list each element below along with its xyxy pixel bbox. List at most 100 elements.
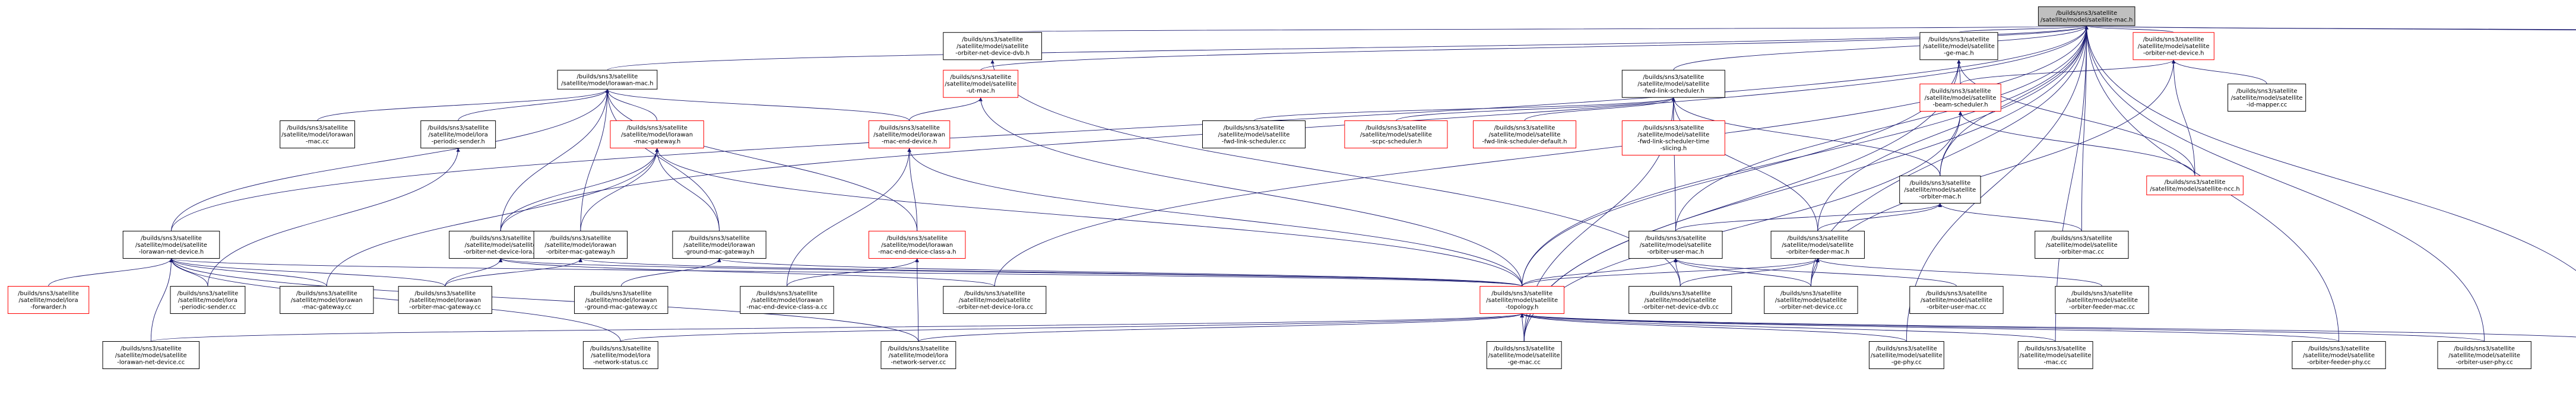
node-lorawan-net-device-cc[interactable]: /builds/sns3/satellite/satellite/model/s… xyxy=(102,341,200,369)
node-orbiter-mac-cc[interactable]: /builds/sns3/satellite/satellite/model/s… xyxy=(2035,231,2129,259)
node-fwd-link-scheduler-h[interactable]: /builds/sns3/satellite/satellite/model/s… xyxy=(1621,69,1725,98)
node-lora-periodic-sender-h[interactable]: /builds/sns3/satellite/satellite/model/l… xyxy=(420,120,496,148)
node-label-line: /builds/sns3/satellite xyxy=(177,290,238,297)
node-ge-phy-cc[interactable]: /builds/sns3/satellite/satellite/model/s… xyxy=(1868,341,1944,369)
node-lorawan-mac-h[interactable]: /builds/sns3/satellite/satellite/model/l… xyxy=(557,69,658,90)
node-label-line: /builds/sns3/satellite xyxy=(18,290,79,297)
node-label-line: /satellite/model/satellite xyxy=(2231,95,2303,101)
node-box xyxy=(420,120,496,148)
node-label-line: /satellite/model/satellite xyxy=(959,297,1031,304)
node-label-line: -orbiter-feeder-mac.cc xyxy=(2069,304,2135,310)
edge-topology_h-to-lorawan_ground_mac_gateway_h xyxy=(717,258,1523,287)
edge-lorawan_orbiter_mac_gateway_h-to-lorawan_mac_h xyxy=(580,89,610,231)
node-label-line: /builds/sns3/satellite xyxy=(879,125,940,131)
node-label-line: -orbiter-mac.cc xyxy=(2059,249,2104,255)
node-label-line: -ge-mac.h xyxy=(1944,50,1974,56)
edge-topology_h-to-orbiter_user_mac_h xyxy=(1522,258,1678,287)
edge-lorawan_mac_end_device_class_a_h-to-lorawan_mac_end_device_h xyxy=(907,148,918,231)
node-label-line: -network-server.cc xyxy=(891,359,946,365)
node-lorawan-orbiter-mac-gateway-h[interactable]: /builds/sns3/satellite/satellite/model/l… xyxy=(533,231,628,259)
node-fwd-link-scheduler-cc[interactable]: /builds/sns3/satellite/satellite/model/s… xyxy=(1202,120,1306,148)
edge-orbiter_net_device_dvb_cc-to-orbiter_feeder_mac_h xyxy=(1680,258,1820,287)
node-label-line: /builds/sns3/satellite xyxy=(1645,235,1706,241)
node-beam-scheduler-h[interactable]: /builds/sns3/satellite/satellite/model/s… xyxy=(1919,84,2001,112)
node-label-line: -orbiter-mac-gateway.cc xyxy=(409,304,481,310)
edge-orbiter_mac_cc-to-orbiter_mac_h xyxy=(1938,203,2082,231)
node-label-line: /builds/sns3/satellite xyxy=(591,290,652,297)
edge-lora_network_server_cc-to-lorawan_net_device_h xyxy=(169,258,919,342)
node-lorawan-net-device-h[interactable]: /builds/sns3/satellite/satellite/model/s… xyxy=(122,231,220,259)
node-ge-mac-h[interactable]: /builds/sns3/satellite/satellite/model/s… xyxy=(1919,32,1998,61)
edge-lorawan_mac_end_device_h-to-ut_mac_h xyxy=(909,97,983,121)
node-label-line: /satellite/model/lorawan xyxy=(409,297,481,304)
node-lora-network-status-cc[interactable]: /builds/sns3/satellite/satellite/model/l… xyxy=(582,341,658,369)
node-lorawan-mac-cc[interactable]: /builds/sns3/satellite/satellite/model/l… xyxy=(280,120,356,148)
node-lorawan-mac-end-device-class-a-cc[interactable]: /builds/sns3/satellite/satellite/model/l… xyxy=(740,286,834,314)
node-orbiter-net-device-dvb-cc[interactable]: /builds/sns3/satellite/satellite/model/s… xyxy=(1628,286,1732,314)
edge-beam_scheduler_h-to-orbiter_net_device_h xyxy=(1960,59,2176,84)
node-label-line: /satellite/model/satellite xyxy=(1871,352,1943,359)
node-label-line: -lorawan-net-device.h xyxy=(139,249,204,255)
node-lorawan-ground-mac-gateway-cc[interactable]: /builds/sns3/satellite/satellite/model/l… xyxy=(574,286,668,314)
node-label-line: /builds/sns3/satellite xyxy=(414,290,476,297)
node-label-line: -mac.cc xyxy=(2044,359,2067,365)
node-lora-forwarder-h[interactable]: /builds/sns3/satellite/satellite/model/l… xyxy=(7,286,90,314)
edge-topology_h-to-orbiter_net_device_lora_h xyxy=(499,258,1523,287)
node-lorawan-ground-mac-gateway-h[interactable]: /builds/sns3/satellite/satellite/model/l… xyxy=(672,231,766,259)
node-orbiter-net-device-dvb-h[interactable]: /builds/sns3/satellite/satellite/model/s… xyxy=(943,32,1043,61)
node-orbiter-net-device-h[interactable]: /builds/sns3/satellite/satellite/model/s… xyxy=(2133,32,2214,61)
node-orbiter-net-device-cc[interactable]: /builds/sns3/satellite/satellite/model/s… xyxy=(1764,286,1858,314)
node-box xyxy=(868,120,950,148)
node-mac-cc[interactable]: /builds/sns3/satellite/satellite/model/s… xyxy=(2017,341,2093,369)
node-label-line: /builds/sns3/satellite xyxy=(1643,125,1704,132)
node-orbiter-net-device-lora-cc[interactable]: /builds/sns3/satellite/satellite/model/s… xyxy=(943,286,1047,314)
edge-orbiter_user_mac_cc-to-orbiter_user_mac_h xyxy=(1674,258,1957,287)
node-label-line: -orbiter-net-device-lora.h xyxy=(463,249,537,255)
node-label-line: /satellite/model/satellite xyxy=(1489,132,1561,138)
node-box xyxy=(1344,120,1448,148)
node-label-line: /satellite/model/satellite xyxy=(115,352,187,359)
node-id-mapper-cc[interactable]: /builds/sns3/satellite/satellite/model/s… xyxy=(2228,84,2306,112)
node-label-line: /satellite/model/satellite xyxy=(1637,81,1709,88)
node-topology-h[interactable]: /builds/sns3/satellite/satellite/model/s… xyxy=(1479,286,1564,314)
node-label-line: -orbiter-net-device-dvb.cc xyxy=(1642,304,1719,310)
node-label-line: -orbiter-feeder-mac.h xyxy=(1786,249,1849,255)
node-orbiter-feeder-phy-cc[interactable]: /builds/sns3/satellite/satellite/model/s… xyxy=(2292,341,2386,369)
node-box xyxy=(2292,341,2386,369)
node-scpc-scheduler-h[interactable]: /builds/sns3/satellite/satellite/model/s… xyxy=(1344,120,1448,148)
node-label-line: /builds/sns3/satellite xyxy=(2056,10,2117,17)
node-lorawan-mac-gateway-cc[interactable]: /builds/sns3/satellite/satellite/model/l… xyxy=(280,286,374,314)
edge-ge_mac_cc-to-topology_h xyxy=(1520,313,1525,342)
node-label-line: -beam-scheduler.h xyxy=(1933,101,1988,108)
node-lorawan-orbiter-mac-gateway-cc[interactable]: /builds/sns3/satellite/satellite/model/l… xyxy=(398,286,492,314)
node-orbiter-mac-h[interactable]: /builds/sns3/satellite/satellite/model/s… xyxy=(1899,176,1981,204)
node-ge-mac-cc[interactable]: /builds/sns3/satellite/satellite/model/s… xyxy=(1486,341,1562,369)
node-orbiter-feeder-mac-h[interactable]: /builds/sns3/satellite/satellite/model/s… xyxy=(1770,231,1865,259)
node-fwd-link-scheduler-default-h[interactable]: /builds/sns3/satellite/satellite/model/s… xyxy=(1473,120,1577,148)
node-orbiter-user-mac-h[interactable]: /builds/sns3/satellite/satellite/model/s… xyxy=(1628,231,1723,259)
edge-lorawan_orbiter_mac_gateway_cc-to-lorawan_net_device_h xyxy=(169,258,446,287)
node-label-line: /builds/sns3/satellite xyxy=(1876,345,1937,352)
node-orbiter-user-phy-cc[interactable]: /builds/sns3/satellite/satellite/model/s… xyxy=(2437,341,2531,369)
node-label-line: /builds/sns3/satellite xyxy=(287,125,348,131)
node-label-line: -orbiter-net-device.cc xyxy=(1779,304,1843,310)
node-box xyxy=(740,286,834,314)
node-label-line: /builds/sns3/satellite xyxy=(1224,125,1285,131)
edge-orbiter_net_device_lora_h-to-lorawan_mac_h xyxy=(500,89,610,231)
node-ut-mac-h[interactable]: /builds/sns3/satellite/satellite/model/s… xyxy=(943,69,1019,98)
node-box xyxy=(943,32,1043,61)
node-lorawan-mac-end-device-class-a-h[interactable]: /builds/sns3/satellite/satellite/model/l… xyxy=(868,231,966,259)
node-label-line: -orbiter-mac.h xyxy=(1919,193,1961,200)
node-lorawan-mac-end-device-h[interactable]: /builds/sns3/satellite/satellite/model/l… xyxy=(868,120,950,148)
node-label-line: /builds/sns3/satellite xyxy=(296,290,357,297)
node-satellite-ncc-h[interactable]: /builds/sns3/satellite/satellite/model/s… xyxy=(2146,176,2244,195)
node-fwd-link-scheduler-time-slicing-h[interactable]: /builds/sns3/satellite/satellite/model/s… xyxy=(1621,120,1725,155)
node-orbiter-user-mac-cc[interactable]: /builds/sns3/satellite/satellite/model/s… xyxy=(1909,286,2004,314)
node-lorawan-mac-gateway-h[interactable]: /builds/sns3/satellite/satellite/model/l… xyxy=(610,120,704,148)
node-label-line: /builds/sns3/satellite xyxy=(950,74,1011,81)
edge-lorawan_net_device_cc-to-topology_h xyxy=(150,313,1524,342)
node-lora-periodic-sender-cc[interactable]: /builds/sns3/satellite/satellite/model/l… xyxy=(170,286,246,314)
node-lora-network-server-cc[interactable]: /builds/sns3/satellite/satellite/model/l… xyxy=(880,341,956,369)
node-orbiter-feeder-mac-cc[interactable]: /builds/sns3/satellite/satellite/model/s… xyxy=(2055,286,2149,314)
node-label-line: /builds/sns3/satellite xyxy=(1494,345,1555,352)
